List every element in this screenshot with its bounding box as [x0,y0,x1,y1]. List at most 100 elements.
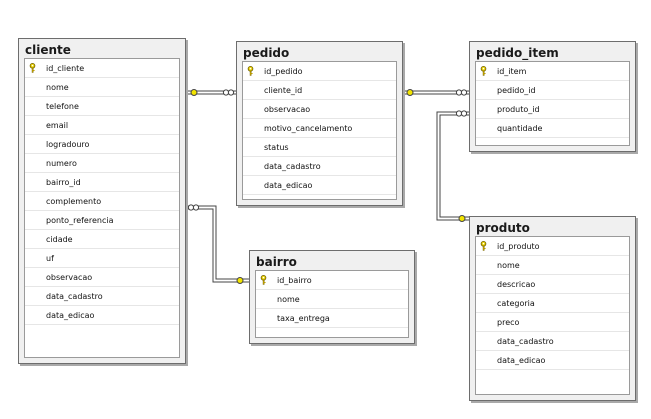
column-name: data_cadastro [46,292,103,301]
column-row[interactable]: categoria [476,294,629,313]
column-row[interactable]: cliente_id [243,81,396,100]
primary-key-icon [480,66,487,76]
column-name: nome [46,83,69,92]
column-row[interactable]: data_edicao [243,176,396,195]
column-row[interactable]: motivo_cancelamento [243,119,396,138]
column-name: observacao [46,273,93,282]
column-row[interactable]: descricao [476,275,629,294]
one-end-marker [236,277,244,284]
column-row[interactable]: uf [25,249,179,268]
column-row[interactable]: preco [476,313,629,332]
one-end-marker [406,89,414,96]
column-row[interactable]: id_bairro [256,271,408,290]
column-name: id_item [497,67,527,76]
column-name: data_cadastro [497,337,554,346]
column-row[interactable]: telefone [25,97,179,116]
primary-key-icon [260,275,267,285]
table-title: bairro [256,255,297,269]
column-row[interactable]: numero [25,154,179,173]
table-title: produto [476,221,530,235]
relationship-cliente-pedido[interactable] [186,89,236,96]
many-end-marker [455,110,463,117]
column-name: observacao [264,105,311,114]
many-end-marker [187,204,195,211]
column-row[interactable]: data_edicao [25,306,179,325]
column-row[interactable]: status [243,138,396,157]
column-name: ponto_referencia [46,216,114,225]
column-name: id_produto [497,242,540,251]
many-end-marker [455,89,463,96]
column-row[interactable]: bairro_id [25,173,179,192]
column-name: nome [277,295,300,304]
column-row[interactable]: observacao [25,268,179,287]
column-row[interactable]: id_pedido [243,62,396,81]
column-row[interactable]: id_produto [476,237,629,256]
column-name: categoria [497,299,535,308]
column-row[interactable]: data_cadastro [243,157,396,176]
relationship-pedido-pedido-item[interactable] [403,89,469,96]
table-pedido[interactable]: pedido id_pedido cliente_id observacao moti… [236,41,403,206]
column-name: taxa_entrega [277,314,330,323]
relationship-cliente-bairro[interactable] [186,204,249,284]
column-row[interactable]: ponto_referencia [25,211,179,230]
column-name: bairro_id [46,178,81,187]
column-row[interactable]: complemento [25,192,179,211]
column-name: telefone [46,102,79,111]
relationship-pedido-item-produto[interactable] [436,110,469,222]
table-title: pedido [243,46,290,60]
column-name: id_bairro [277,276,312,285]
column-row[interactable]: id_item [476,62,629,81]
column-row[interactable]: nome [476,256,629,275]
column-row[interactable]: data_cadastro [476,332,629,351]
column-name: nome [497,261,520,270]
column-name: pedido_id [497,86,536,95]
column-name: descricao [497,280,536,289]
column-name: cliente_id [264,86,303,95]
many-end-marker [222,89,230,96]
column-row[interactable]: taxa_entrega [256,309,408,328]
column-name: uf [46,254,54,263]
column-name: produto_id [497,105,540,114]
primary-key-icon [29,63,36,73]
one-end-marker [190,89,198,96]
column-row[interactable]: cidade [25,230,179,249]
column-name: email [46,121,69,130]
column-name: data_edicao [497,356,546,365]
primary-key-icon [480,241,487,251]
column-row[interactable]: id_cliente [25,59,179,78]
column-row[interactable]: quantidade [476,119,629,138]
column-name: data_cadastro [264,162,321,171]
column-row[interactable]: data_cadastro [25,287,179,306]
column-list: id_item pedido_id produto_id quantidade [475,61,630,146]
column-name: quantidade [497,124,543,133]
column-row[interactable]: email [25,116,179,135]
column-name: data_edicao [46,311,95,320]
one-end-marker [458,215,466,222]
column-row[interactable]: produto_id [476,100,629,119]
column-row[interactable]: logradouro [25,135,179,154]
column-name: id_cliente [46,64,85,73]
column-row[interactable]: data_edicao [476,351,629,370]
column-name: id_pedido [264,67,303,76]
column-name: motivo_cancelamento [264,124,353,133]
column-row[interactable]: nome [256,290,408,309]
column-name: status [264,143,289,152]
column-name: preco [497,318,520,327]
table-title: cliente [25,43,71,57]
column-name: numero [46,159,77,168]
column-row[interactable]: nome [25,78,179,97]
column-list: id_pedido cliente_id observacao motivo_canc… [242,61,397,200]
primary-key-icon [247,66,254,76]
column-row[interactable]: observacao [243,100,396,119]
column-row[interactable]: pedido_id [476,81,629,100]
table-title: pedido_item [476,46,559,60]
